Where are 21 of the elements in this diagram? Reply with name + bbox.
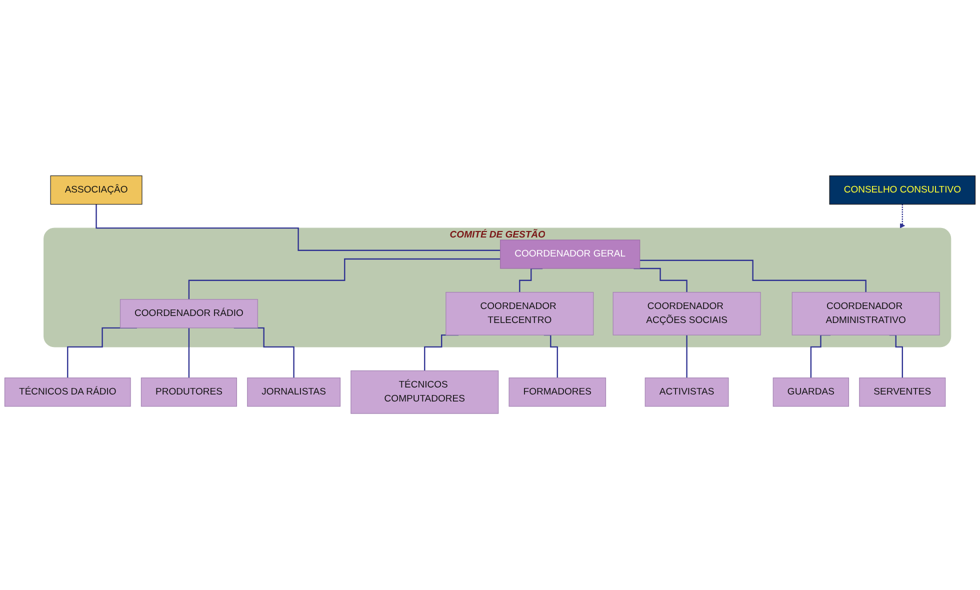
connector — [640, 260, 866, 294]
node-box: COORDENADOR ACÇÕES SOCIAIS — [612, 292, 761, 336]
node-box: CONSELHO CONSULTIVO — [829, 176, 976, 205]
node-box: COORDENADOR TELECENTRO — [446, 292, 594, 336]
arrow — [900, 204, 906, 229]
node-box: JORNALISTAS — [247, 378, 341, 408]
node-box: TÉCNICOS DA RÁDIO — [4, 378, 131, 408]
connector — [686, 334, 688, 379]
connector — [188, 258, 500, 300]
node-box: SERVENTES — [859, 378, 946, 408]
node-box: GUARDAS — [772, 378, 850, 408]
node-box: COORDENADOR GERAL — [500, 240, 640, 270]
node-box: ASSOCIAÇÂO — [50, 176, 142, 205]
node-box: ACTIVISTAS — [644, 378, 729, 408]
node-box: COORDENADOR RÁDIO — [120, 299, 258, 329]
node-box: FORMADORES — [508, 378, 606, 408]
node-box: TÉCNICOS COMPUTADORES — [350, 370, 499, 414]
connector — [188, 328, 190, 379]
node-box: PRODUTORES — [140, 378, 237, 408]
node-box: COORDENADOR ADMINISTRATIVO — [792, 292, 940, 336]
connector — [96, 204, 500, 252]
